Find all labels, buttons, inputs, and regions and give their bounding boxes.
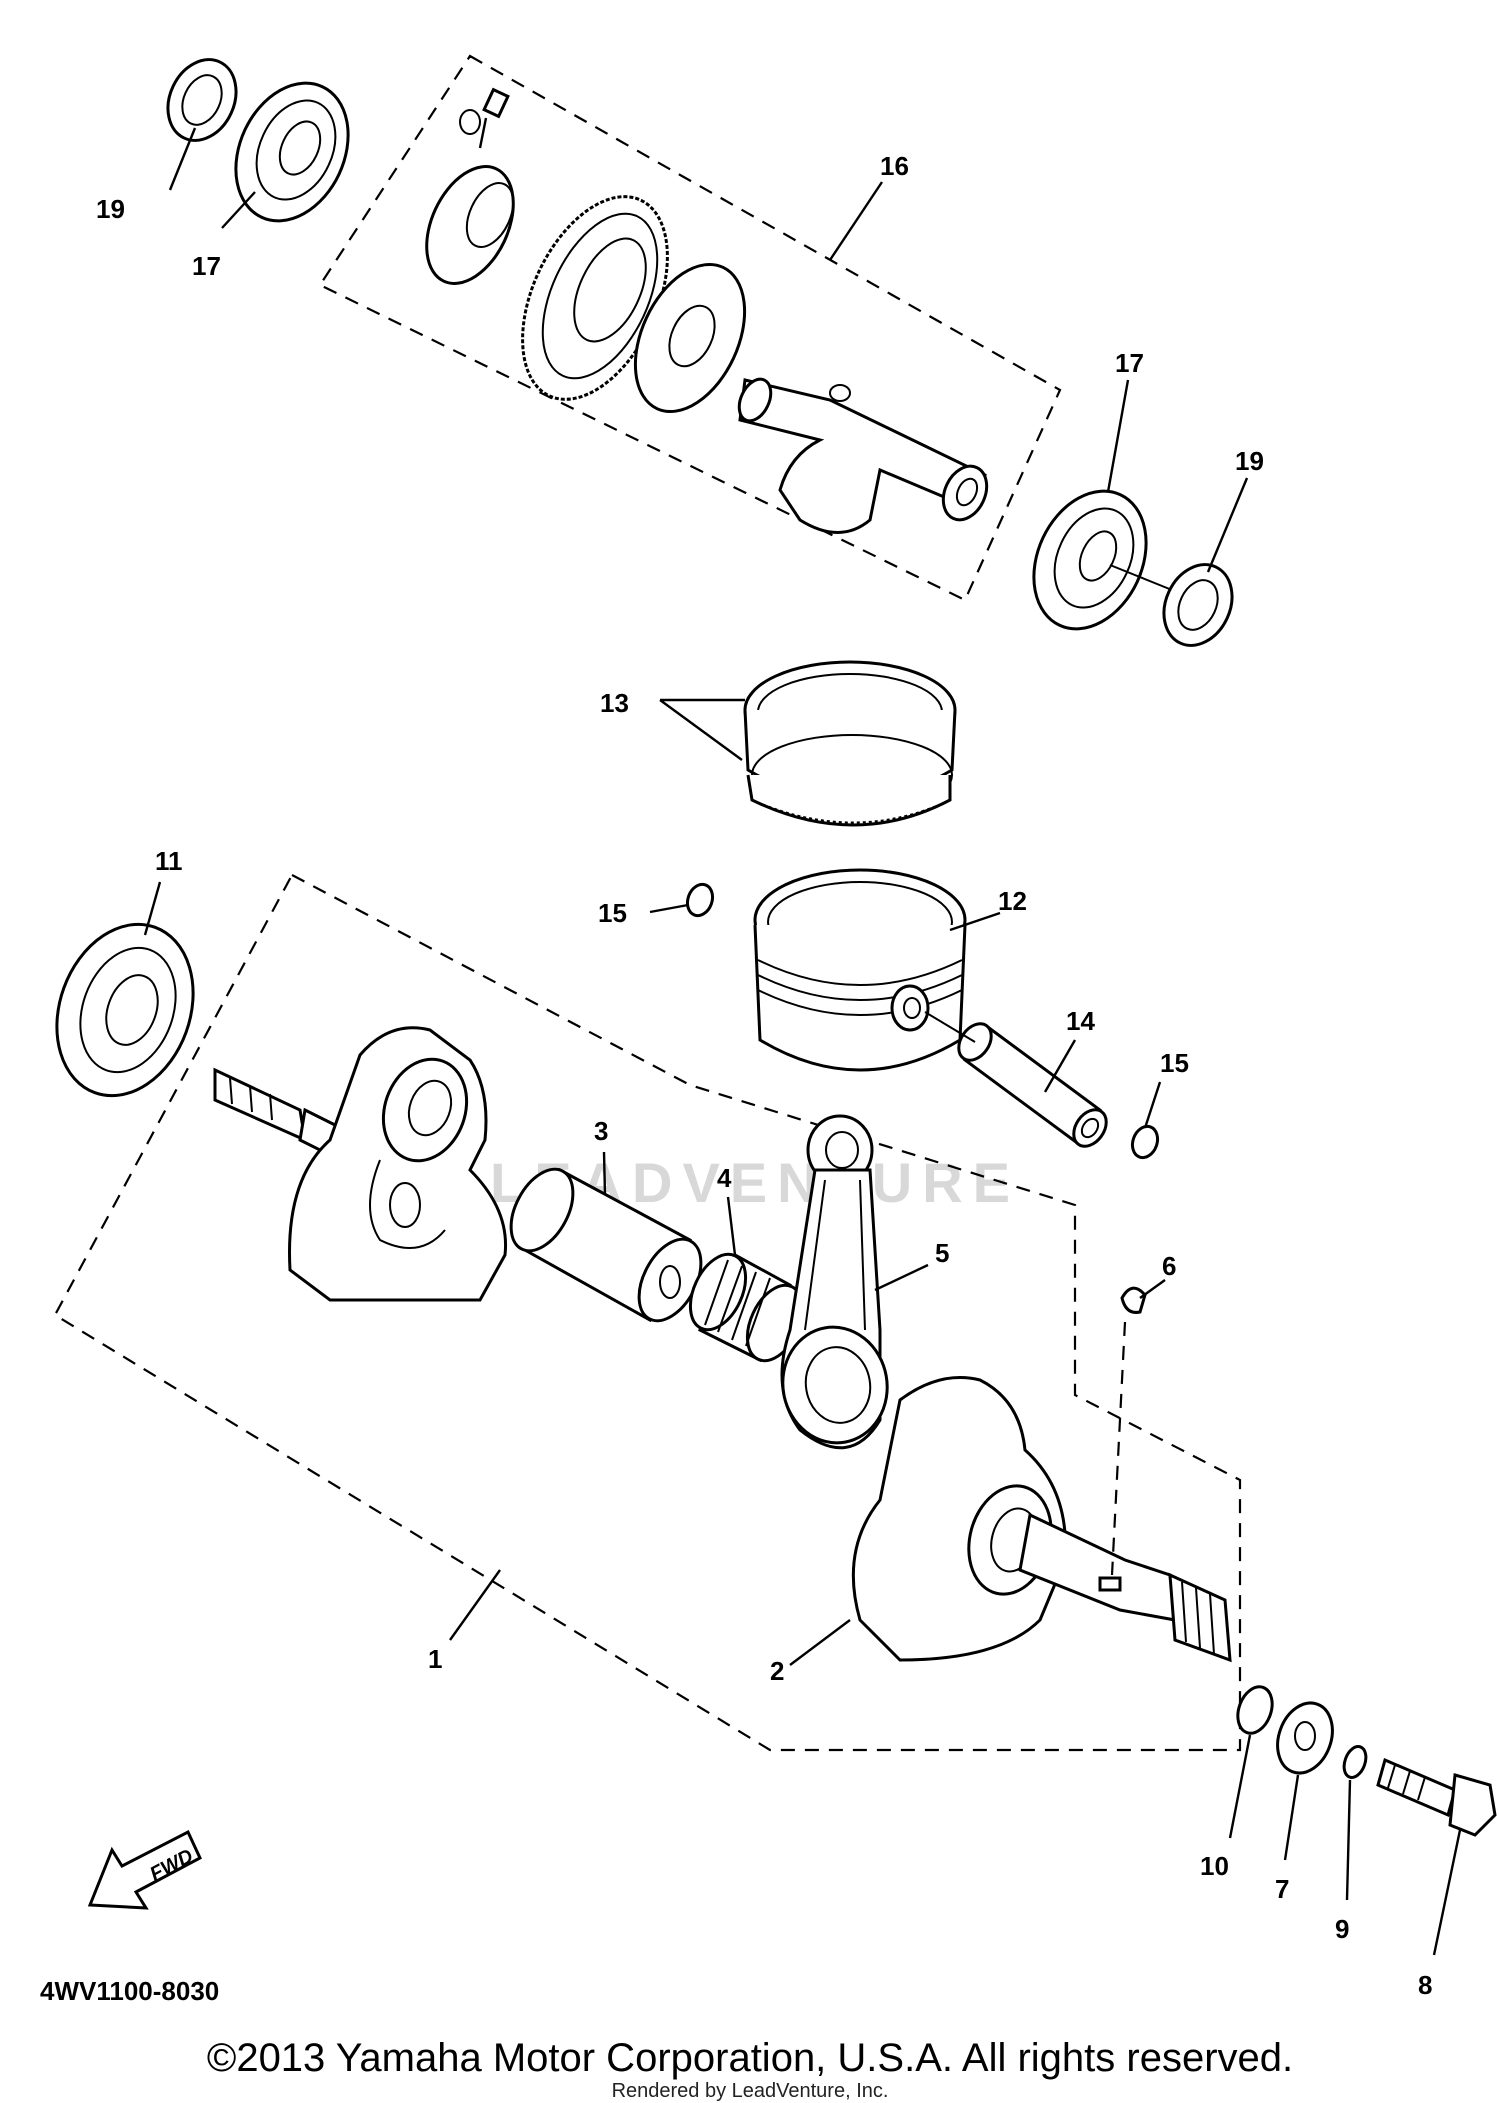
- callout-16: 16: [880, 151, 909, 181]
- balancer-weight-nut: [425, 87, 515, 285]
- bolt-8: [1376, 1757, 1497, 1837]
- washer-10: [1236, 1685, 1274, 1735]
- callout-15-right: 15: [1160, 1048, 1189, 1078]
- bearing-18: [234, 81, 350, 223]
- callout-18: 17: [192, 251, 221, 281]
- balancer-group-outline: [318, 54, 1062, 602]
- bearing-17: [1032, 489, 1148, 631]
- bearing-11: [55, 922, 195, 1098]
- callout-12: 12: [998, 886, 1027, 916]
- connecting-rod-5: [780, 1114, 889, 1450]
- callout-1: 1: [428, 1644, 442, 1674]
- lock-washer-9: [1342, 1745, 1368, 1779]
- callout-8: 8: [1418, 1970, 1432, 2000]
- crank-pin-3: [509, 1167, 703, 1323]
- callout-3: 3: [594, 1116, 608, 1146]
- circlip-15-left: [685, 882, 715, 918]
- balancer-shaft: [737, 377, 989, 534]
- copyright-notice: ©2013 Yamaha Motor Corporation, U.S.A. A…: [206, 2036, 1294, 2080]
- callout-19-top: 19: [96, 194, 125, 224]
- callout-14: 14: [1066, 1006, 1095, 1036]
- callout-5: 5: [935, 1238, 949, 1268]
- callout-11: 11: [155, 846, 183, 876]
- callout-13: 13: [600, 688, 629, 718]
- crank-left-half: [213, 1026, 508, 1302]
- oil-seal-19-top: [166, 58, 238, 142]
- needle-bearing-4: [688, 1252, 805, 1363]
- callout-7: 7: [1275, 1874, 1289, 1904]
- diagram-code: 4WV1100-8030: [40, 1976, 220, 2006]
- washer-7: [1276, 1701, 1334, 1775]
- piston-pin-14: [957, 1022, 1108, 1148]
- oil-seal-19-right: [1162, 563, 1234, 647]
- callout-2: 2: [770, 1656, 784, 1686]
- callout-15-left: 15: [598, 898, 627, 928]
- callout-6: 6: [1162, 1251, 1176, 1281]
- balancer-washer: [633, 262, 747, 414]
- fwd-arrow-icon: FWD: [87, 1829, 202, 1910]
- callout-9: 9: [1335, 1914, 1349, 1944]
- circlip-15-right: [1130, 1124, 1160, 1160]
- callout-19-right: 19: [1235, 446, 1264, 476]
- rendered-by-credit: Rendered by LeadVenture, Inc.: [611, 2080, 889, 2102]
- crank-right-half: [851, 1376, 1232, 1663]
- piston-12: [753, 868, 967, 1072]
- callout-10: 10: [1200, 1851, 1229, 1881]
- callout-4: 4: [717, 1163, 732, 1193]
- piston-ring-set-13: [743, 660, 957, 827]
- woodruff-key-6: [1120, 1286, 1147, 1314]
- callout-17: 17: [1115, 348, 1144, 378]
